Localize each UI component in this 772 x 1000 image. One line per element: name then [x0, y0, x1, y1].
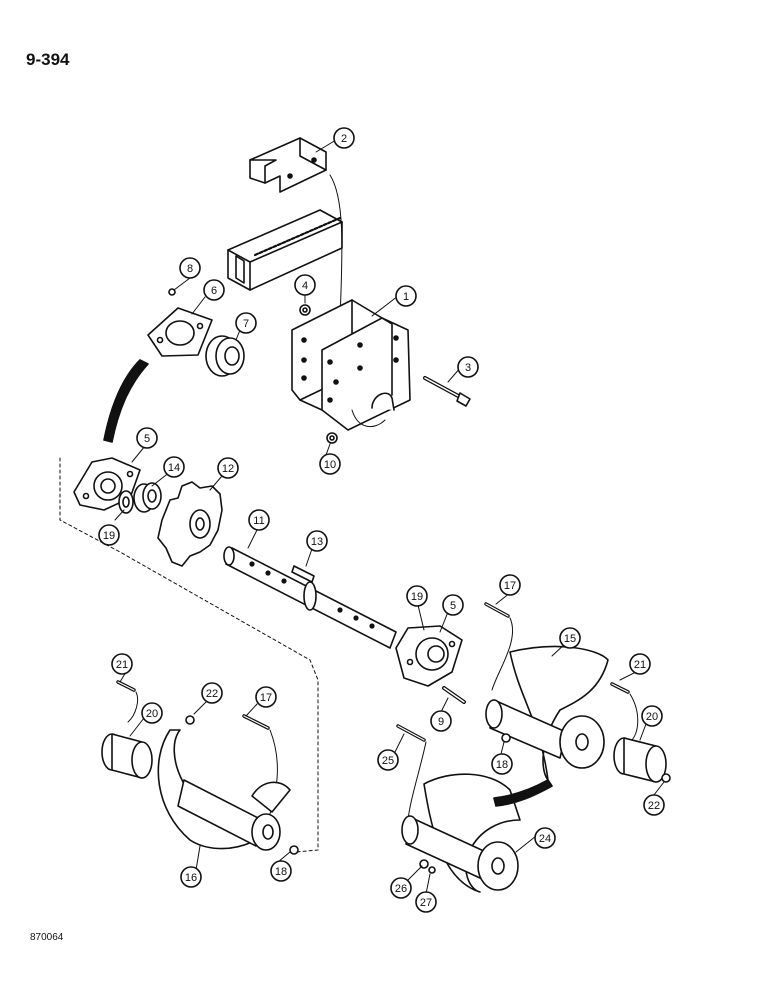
- callout-8: 8: [179, 257, 201, 279]
- svg-text:19: 19: [411, 591, 423, 603]
- svg-text:26: 26: [395, 883, 407, 895]
- nut-4-part: [299, 304, 311, 316]
- sprocket-part: [157, 481, 223, 567]
- svg-text:15: 15: [564, 633, 576, 645]
- svg-text:12: 12: [222, 463, 234, 475]
- svg-text:5: 5: [450, 600, 456, 612]
- auger-flight-24-part: [401, 773, 521, 893]
- callout-16: 16: [180, 866, 202, 888]
- callout-24: 24: [534, 827, 556, 849]
- callout-19b: 19: [406, 585, 428, 607]
- svg-text:27: 27: [420, 897, 432, 909]
- callout-11: 11: [248, 509, 270, 531]
- bearing-insert-part: [205, 335, 245, 377]
- svg-text:2: 2: [341, 133, 347, 145]
- nut-10-part: [326, 432, 338, 444]
- drawing-number: 870064: [30, 932, 64, 943]
- assembly-arrow: [103, 359, 149, 443]
- svg-text:20: 20: [146, 708, 158, 720]
- end-cap-20-left-part: [101, 733, 153, 779]
- flange-plate-part: [147, 307, 213, 357]
- key-part: [291, 565, 315, 583]
- callout-17b: 17: [255, 686, 277, 708]
- callout-5: 5: [136, 427, 158, 449]
- callout-20b: 20: [141, 702, 163, 724]
- svg-text:25: 25: [382, 755, 394, 767]
- svg-text:13: 13: [311, 536, 323, 548]
- callout-1: 1: [395, 285, 417, 307]
- svg-text:4: 4: [302, 280, 308, 292]
- callout-7: 7: [235, 312, 257, 334]
- callout-15: 15: [559, 627, 581, 649]
- mounting-bracket-part: [291, 299, 411, 431]
- svg-text:21: 21: [116, 659, 128, 671]
- svg-text:6: 6: [211, 285, 217, 297]
- svg-text:19: 19: [103, 530, 115, 542]
- end-cap-20-right-part: [613, 737, 667, 783]
- grease-fitting-8: [168, 288, 176, 296]
- callout-5b: 5: [442, 594, 464, 616]
- svg-text:1: 1: [403, 291, 409, 303]
- svg-text:8: 8: [187, 263, 193, 275]
- callout-2: 2: [333, 127, 355, 149]
- callout-25: 25: [377, 749, 399, 771]
- auger-flight-16-part: [157, 729, 291, 851]
- svg-text:9: 9: [438, 716, 444, 728]
- square-tube-frame: [227, 209, 343, 291]
- callout-22: 22: [643, 794, 665, 816]
- svg-text:17: 17: [504, 580, 516, 592]
- callout-4: 4: [294, 274, 316, 296]
- svg-text:17: 17: [260, 692, 272, 704]
- page-number: 9-394: [26, 50, 70, 69]
- callout-leaders: [114, 139, 665, 895]
- auger-hub-15-part: [485, 645, 609, 781]
- callout-20: 20: [641, 705, 663, 727]
- svg-text:24: 24: [539, 833, 551, 845]
- svg-text:11: 11: [253, 515, 264, 527]
- svg-text:10: 10: [324, 459, 336, 471]
- shaft-part: [223, 546, 397, 649]
- callout-21: 21: [629, 653, 651, 675]
- callout-18b: 18: [270, 860, 292, 882]
- flange-bearing-right-part: [395, 625, 463, 687]
- callout-3: 3: [457, 356, 479, 378]
- callout-27: 27: [415, 891, 437, 913]
- svg-text:5: 5: [144, 433, 150, 445]
- callout-6: 6: [203, 279, 225, 301]
- svg-text:14: 14: [168, 462, 180, 474]
- callout-21b: 21: [111, 653, 133, 675]
- callout-14: 14: [163, 456, 185, 478]
- svg-text:18: 18: [496, 759, 508, 771]
- locking-collar-14-part: [133, 482, 162, 513]
- callouts: 2 1 3 4 8 6 7 5 14 12 19 11 13 10 19 5 9…: [98, 127, 665, 913]
- callout-22b: 22: [201, 682, 223, 704]
- svg-text:21: 21: [634, 659, 646, 671]
- washer-19-part: [118, 490, 134, 514]
- svg-text:22: 22: [206, 688, 218, 700]
- svg-text:16: 16: [185, 872, 197, 884]
- callout-18: 18: [491, 753, 513, 775]
- callout-10: 10: [319, 453, 341, 475]
- svg-text:3: 3: [465, 362, 471, 374]
- callout-26: 26: [390, 877, 412, 899]
- u-channel-bracket-part: [249, 137, 327, 193]
- callout-19: 19: [98, 524, 120, 546]
- callout-13: 13: [306, 530, 328, 552]
- callout-17: 17: [499, 574, 521, 596]
- bolt-part: [423, 376, 471, 407]
- svg-text:22: 22: [648, 800, 660, 812]
- callout-12: 12: [217, 457, 239, 479]
- callout-9: 9: [430, 710, 452, 732]
- svg-text:20: 20: [646, 711, 658, 723]
- svg-text:7: 7: [243, 318, 249, 330]
- svg-text:18: 18: [275, 866, 287, 878]
